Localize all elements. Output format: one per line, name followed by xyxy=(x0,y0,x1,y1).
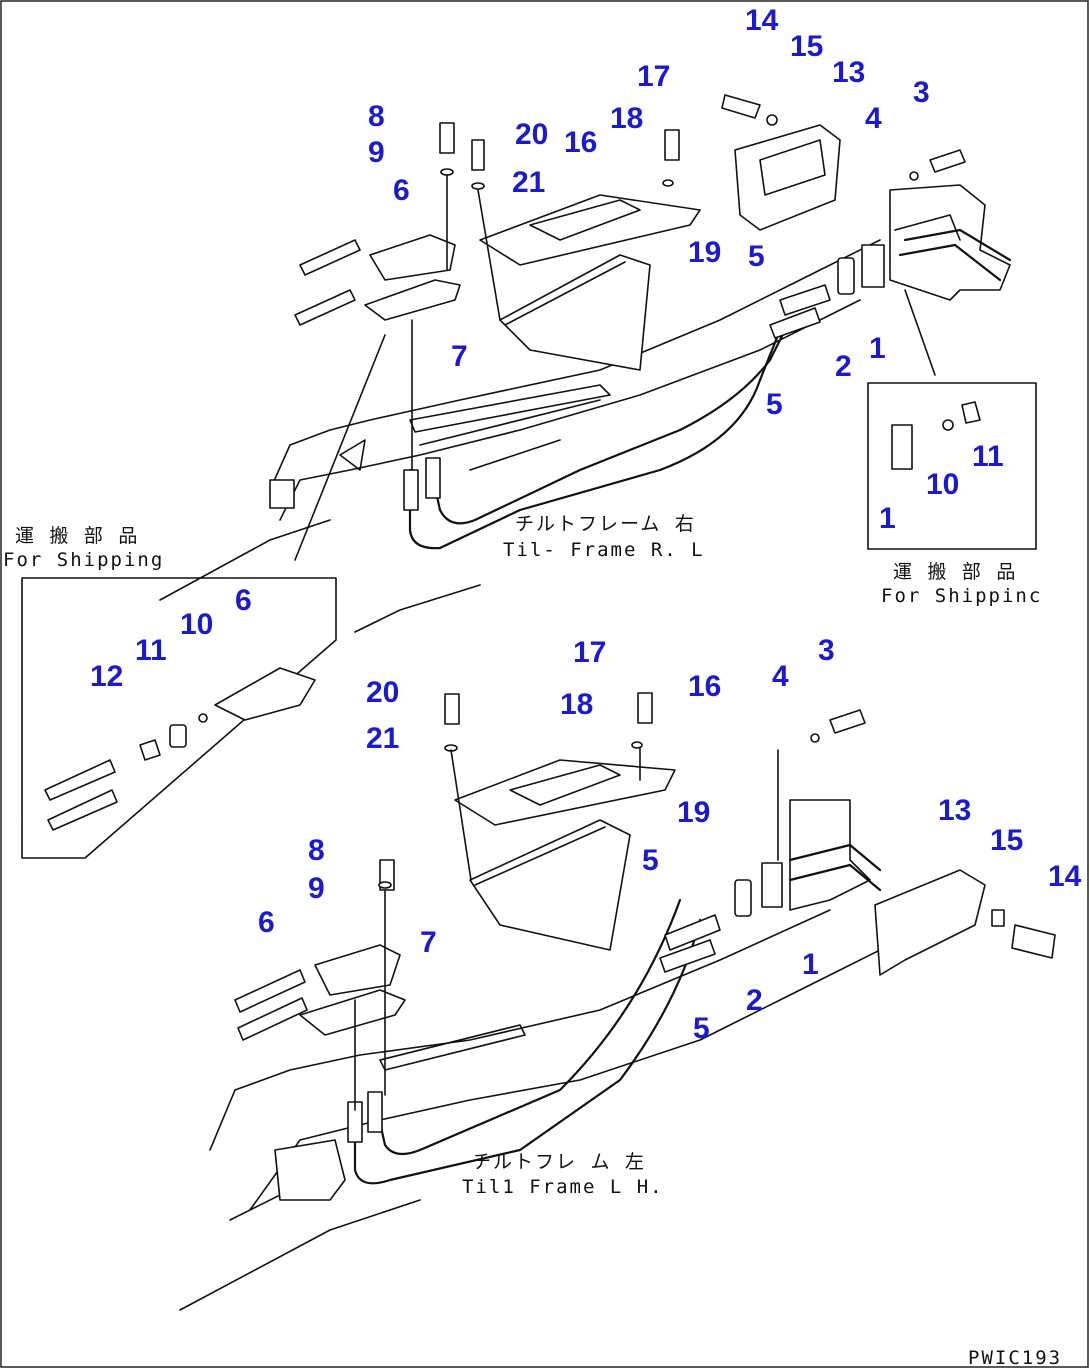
notes: 運 搬 部 品 For Shipping 運 搬 部 品 For Shippin… xyxy=(3,513,1062,1369)
callout-9: 9 xyxy=(368,136,385,169)
callout-8: 8 xyxy=(368,100,385,133)
callout-19: 19 xyxy=(688,236,721,269)
callout-6: 6 xyxy=(393,174,410,207)
callout-5-lower: 5 xyxy=(766,388,783,421)
tilt-frame-lh-jp: チルトフレ ム 左 xyxy=(472,1151,646,1173)
callout-1: 1 xyxy=(869,332,886,365)
shipping-note-right-en: For Shippinc xyxy=(881,585,1042,607)
callout-5-b: 5 xyxy=(642,844,659,877)
shipping-note-left-jp: 運 搬 部 品 xyxy=(15,525,139,547)
callout-10: 10 xyxy=(926,468,959,501)
callout-9-b: 9 xyxy=(308,872,325,905)
callout-16-b: 16 xyxy=(688,670,721,703)
callouts-bottom: 17 3 20 4 16 18 21 13 19 15 8 5 14 9 6 7… xyxy=(258,634,1082,1045)
callout-11-inset: 11 xyxy=(135,634,167,667)
callout-10-inset: 10 xyxy=(180,608,213,641)
callout-18: 18 xyxy=(610,102,643,135)
callout-2: 2 xyxy=(835,350,852,383)
tilt-frame-rh-jp: チルトフレーム 右 xyxy=(515,513,696,535)
callouts-left-inset: 6 11 10 12 xyxy=(90,584,252,693)
callout-14: 14 xyxy=(745,4,779,37)
callout-2-b: 2 xyxy=(746,984,763,1017)
shipping-note-right-jp: 運 搬 部 品 xyxy=(893,561,1017,583)
callouts-top-inset: 11 10 1 xyxy=(879,440,1004,535)
drawing-code: PWIC193 xyxy=(968,1347,1062,1369)
shipping-inset-left xyxy=(21,577,337,859)
callout-15-b: 15 xyxy=(990,824,1023,857)
callout-21-b: 21 xyxy=(366,722,399,755)
top-assembly xyxy=(159,94,1012,633)
shipping-note-left-en: For Shipping xyxy=(3,549,164,571)
shipping-inset-right xyxy=(867,382,1037,550)
callout-16: 16 xyxy=(564,126,597,159)
callout-14-b: 14 xyxy=(1048,860,1082,893)
callouts-top: 14 15 13 17 3 8 20 18 16 4 9 21 6 19 5 7… xyxy=(368,4,930,421)
callout-17: 17 xyxy=(637,60,670,93)
callout-4: 4 xyxy=(865,102,882,135)
callout-20-b: 20 xyxy=(366,676,399,709)
callout-1-b: 1 xyxy=(802,948,819,981)
callout-19-b: 19 xyxy=(677,796,710,829)
callout-21: 21 xyxy=(512,166,545,199)
callout-6-b: 6 xyxy=(258,906,275,939)
callout-5: 5 xyxy=(748,240,765,273)
callout-8-b: 8 xyxy=(308,834,325,867)
bottom-assembly xyxy=(179,692,1056,1311)
callout-1-inset: 1 xyxy=(879,502,896,535)
callout-6-inset: 6 xyxy=(235,584,252,617)
callout-13: 13 xyxy=(832,56,865,89)
callout-15: 15 xyxy=(790,30,823,63)
callout-17-b: 17 xyxy=(573,636,606,669)
callout-18-b: 18 xyxy=(560,688,593,721)
callout-7: 7 xyxy=(451,340,468,373)
callout-11: 11 xyxy=(972,440,1004,473)
tilt-frame-rh-en: Til- Frame R. L xyxy=(503,539,705,561)
callout-3-b: 3 xyxy=(818,634,835,667)
callout-5-b-lower: 5 xyxy=(693,1012,710,1045)
callout-3: 3 xyxy=(913,76,930,109)
callout-20: 20 xyxy=(515,118,548,151)
callout-7-b: 7 xyxy=(420,926,437,959)
tilt-frame-lh-en: Til1 Frame L H. xyxy=(462,1176,664,1198)
callout-13-b: 13 xyxy=(938,794,971,827)
callout-4-b: 4 xyxy=(772,660,789,693)
callout-12: 12 xyxy=(90,660,123,693)
